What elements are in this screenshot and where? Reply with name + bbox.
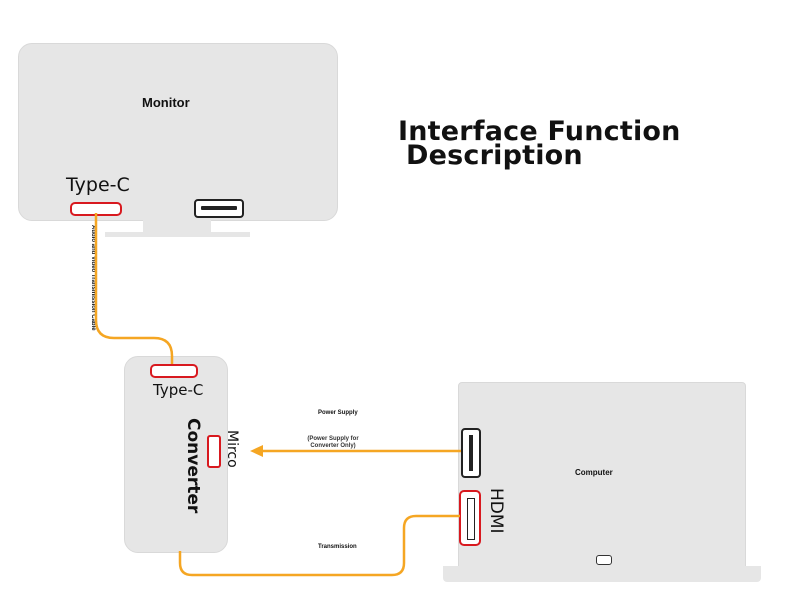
transmission-wire [178,514,460,577]
monitor-stand-neck [143,219,211,233]
power-arrowhead [250,445,263,457]
computer-hdmi-label: HDMI [486,488,506,534]
computer-trackpad-notch [596,555,612,565]
computer-hdmi-port [459,490,481,546]
monitor-label: Monitor [142,95,190,110]
power-supply-note: (Power Supply for Converter Only) [307,436,359,449]
hdmi-port-inner [467,498,475,540]
converter-micro-port [207,435,221,468]
computer-screen [458,382,746,570]
monitor-stand-base [105,232,250,237]
title-line-1: Interface Function [398,116,681,147]
converter-micro-label: Mirco [224,430,240,468]
computer-usb-port-inner [469,435,473,471]
cable-label: Audio and Video Transmission Cable [90,225,96,331]
computer-base [443,566,761,582]
converter-typec-label: Type-C [153,381,204,399]
page-title: Interface Function Description [398,116,681,171]
monitor-typec-label: Type-C [66,174,130,196]
computer-usb-port [461,428,481,478]
converter-typec-port [150,364,198,378]
title-line-2: Description [406,140,583,171]
av-cable-wire [94,213,174,364]
monitor-usb-port [194,199,244,218]
monitor-device [18,43,338,221]
power-supply-label: Power Supply [318,410,358,416]
converter-label: Converter [183,418,203,514]
computer-label: Computer [575,468,613,477]
transmission-label: Transmission [318,544,357,550]
usb-port-inner [201,206,237,210]
